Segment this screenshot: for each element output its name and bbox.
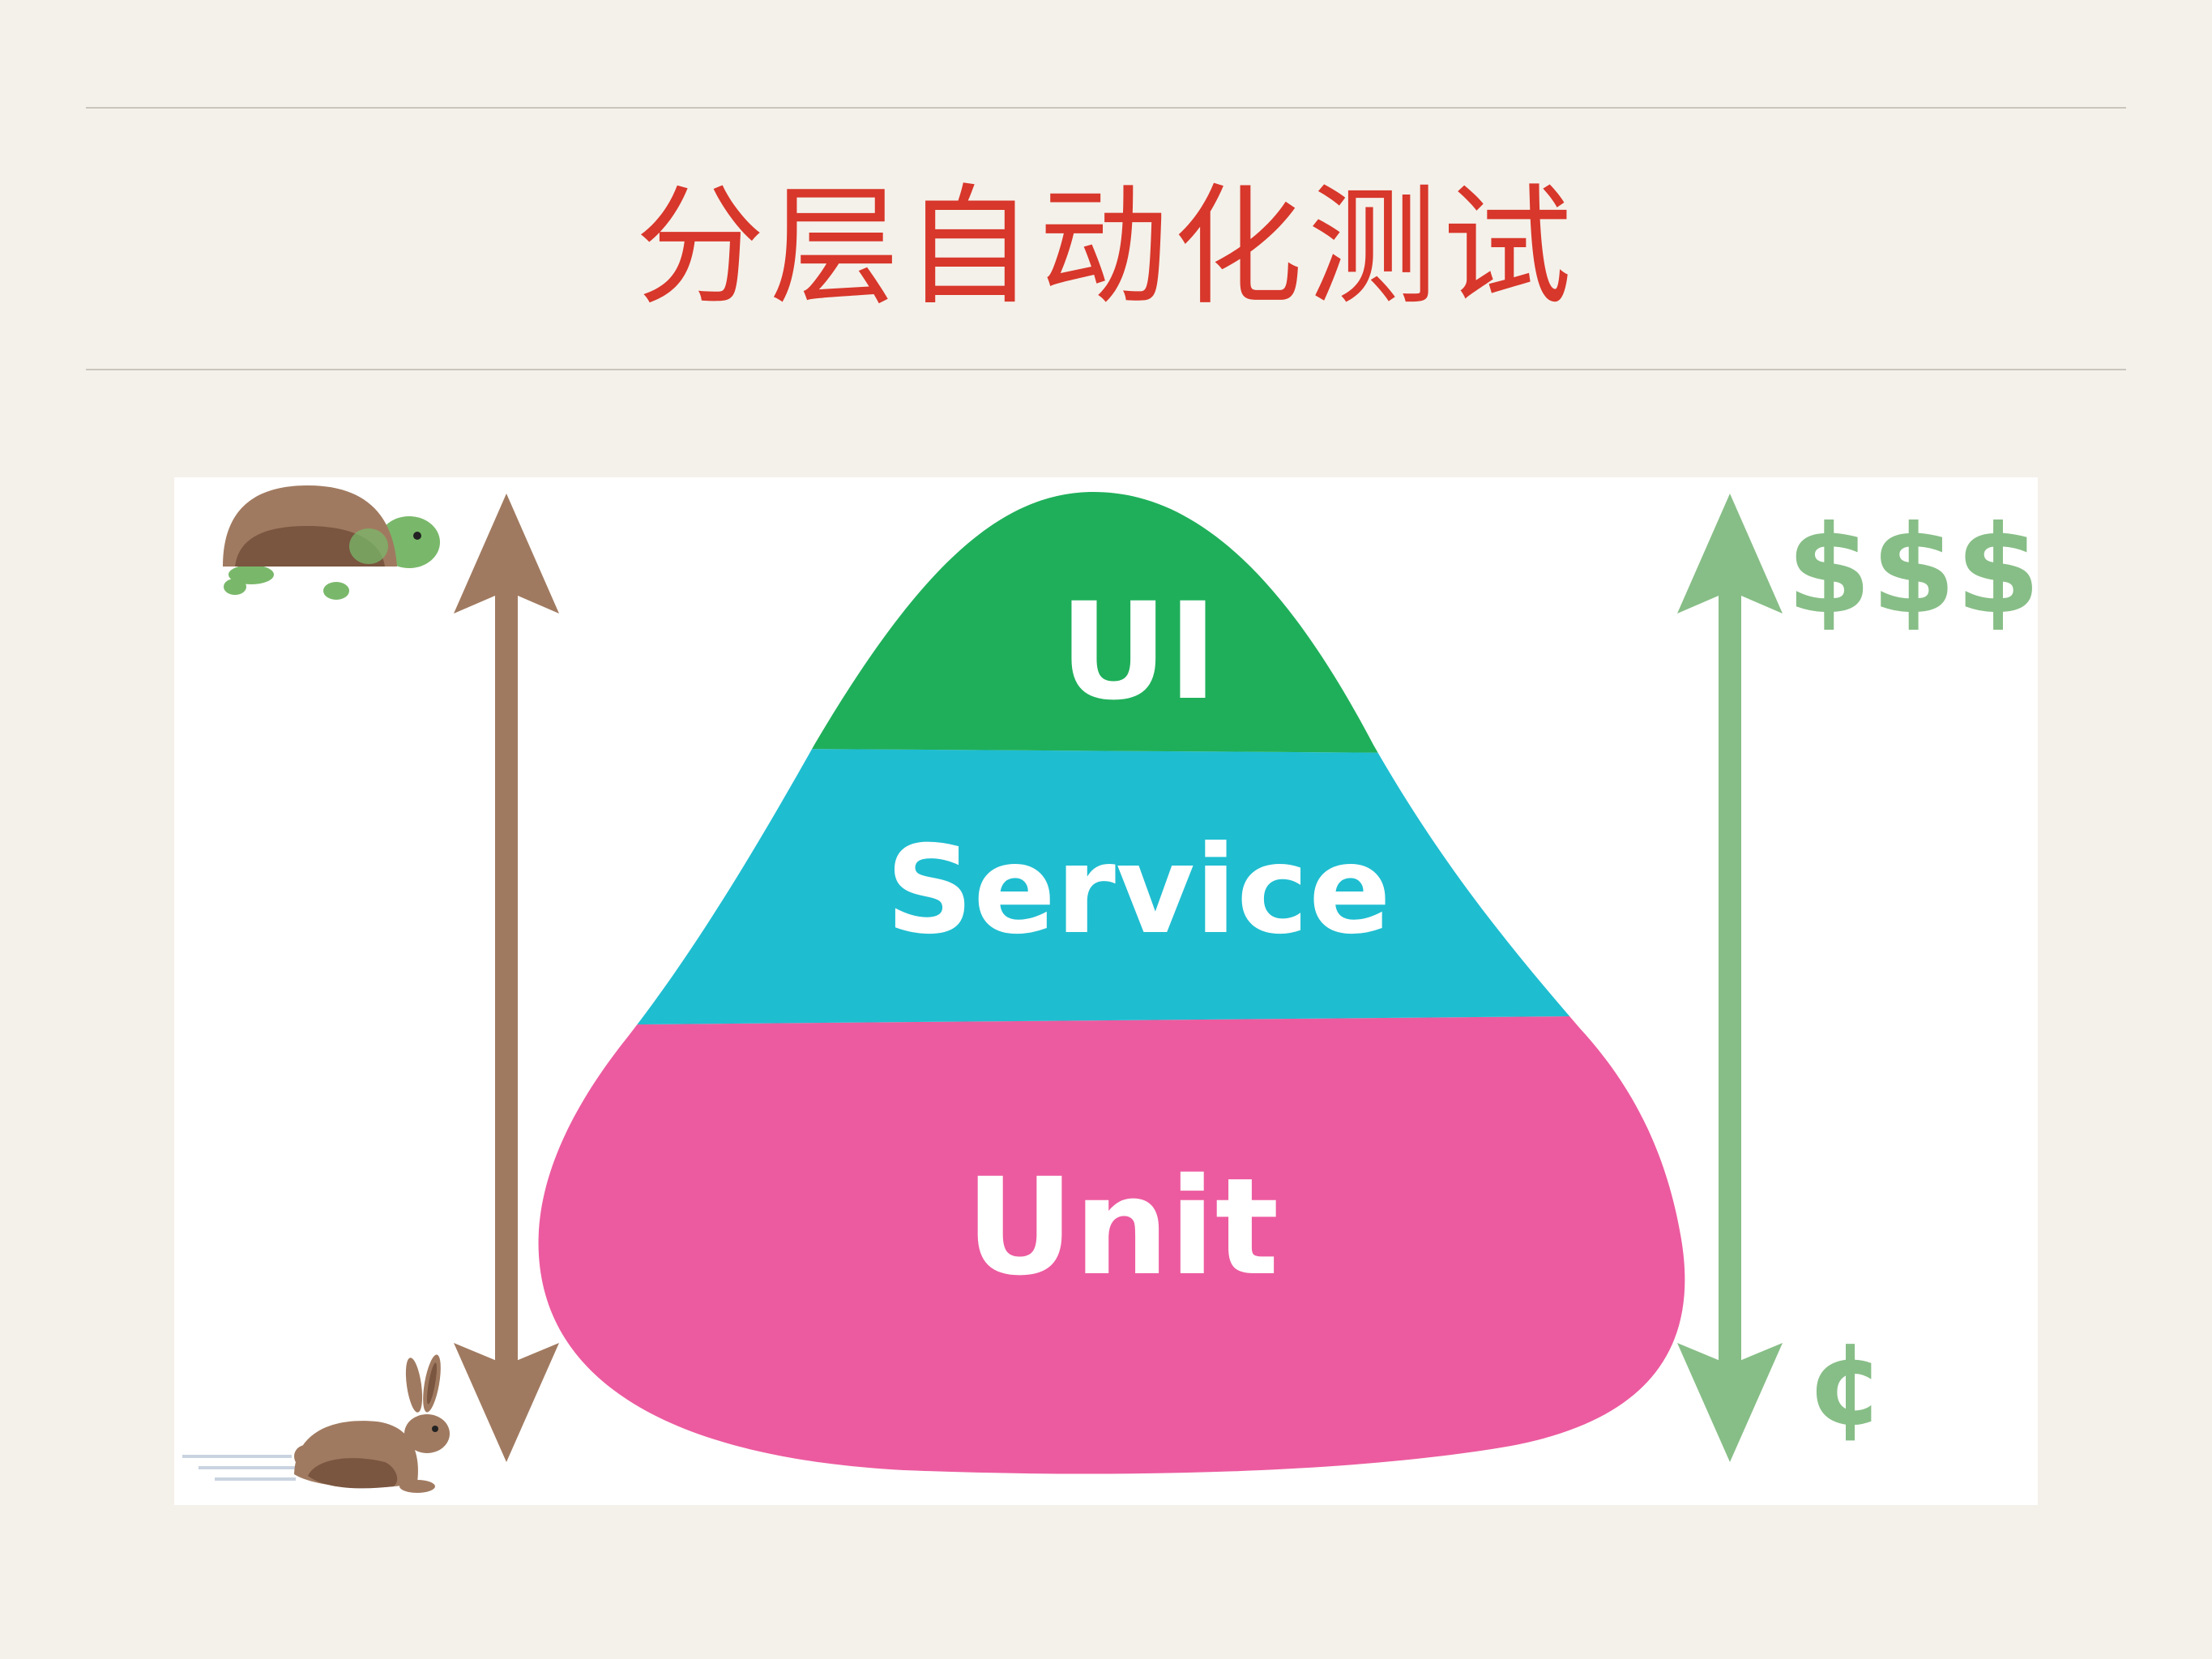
layer-label-unit: Unit [965,1149,1279,1305]
layer-label-ui: UI [1059,574,1218,729]
cost-high-label: $$$ [1787,500,2041,641]
bottom-rule [86,369,2126,370]
test-pyramid-svg [182,485,1783,1493]
rabbit-icon [182,1354,450,1493]
layer-label-service: Service [886,820,1391,961]
turtle-icon [223,485,440,600]
cost-low-label: ¢ [1807,1319,1886,1451]
test-pyramid-figure: UI Service Unit $$$ ¢ [174,477,2041,1505]
speed-arrow [454,494,559,1462]
top-rule [86,107,2126,109]
slide-title: 分层自动化测试 [634,171,1577,323]
layer-unit [538,1012,1685,1474]
cost-arrow [1677,494,1783,1462]
